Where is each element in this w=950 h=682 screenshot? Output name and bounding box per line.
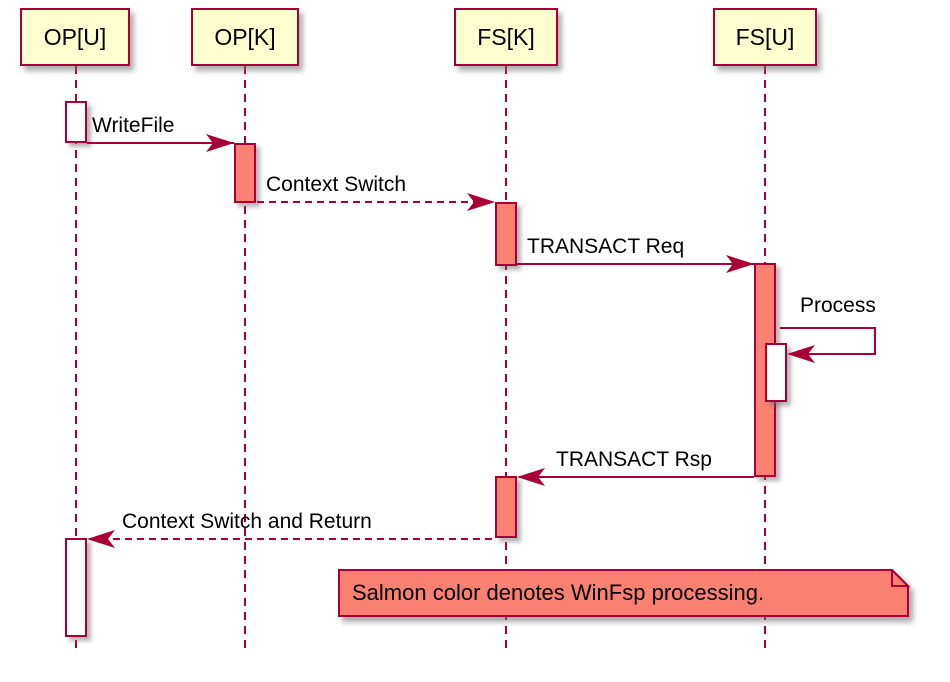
message-label-writefile: WriteFile <box>92 114 175 137</box>
message-line-transact-req <box>517 263 754 265</box>
activation-op-k-processing <box>234 143 256 203</box>
lifeline-op-k <box>244 66 246 652</box>
message-line-context-switch-return <box>89 538 495 540</box>
arrowhead-right-icon <box>206 134 234 152</box>
message-label-transact-req: TRANSACT Req <box>527 235 685 258</box>
activation-fs-k-processing <box>495 202 517 266</box>
participant-label-op-u: OP[U] <box>43 23 107 50</box>
message-line-writefile <box>87 142 234 144</box>
note-shape <box>338 569 910 617</box>
participant-label-op-k: OP[K] <box>214 23 276 50</box>
participant-label-fs-k: FS[K] <box>477 23 535 50</box>
activation-fs-u-user-process <box>765 343 787 402</box>
activation-op-u-resumed <box>65 538 87 637</box>
self-message-top-line <box>780 327 876 329</box>
participant-box-op-u: OP[U] <box>20 8 130 66</box>
message-label-process: Process <box>800 294 876 317</box>
arrowhead-right-icon <box>467 193 495 211</box>
lifeline-fs-k <box>505 66 507 652</box>
message-label-transact-rsp: TRANSACT Rsp <box>556 448 712 471</box>
activation-fs-k-return <box>495 476 517 538</box>
lifeline-op-u <box>75 66 77 652</box>
participant-label-fs-u: FS[U] <box>735 23 795 50</box>
participant-box-fs-u: FS[U] <box>713 8 817 66</box>
self-message-bottom-line <box>793 353 876 355</box>
arrowhead-left-icon <box>87 530 115 548</box>
arrowhead-left-icon <box>787 345 815 363</box>
activation-op-u-request <box>65 101 87 143</box>
arrowhead-right-icon <box>726 255 754 273</box>
participant-box-op-k: OP[K] <box>191 8 299 66</box>
message-line-transact-rsp <box>519 476 754 478</box>
message-line-context-switch <box>257 201 495 203</box>
message-label-context-switch: Context Switch <box>266 173 407 196</box>
note-text: Salmon color denotes WinFsp processing. <box>352 580 765 605</box>
message-label-context-switch-return: Context Switch and Return <box>122 510 372 533</box>
participant-box-fs-k: FS[K] <box>454 8 558 66</box>
self-message-vertical-line <box>874 327 876 355</box>
arrowhead-left-icon <box>517 468 545 486</box>
